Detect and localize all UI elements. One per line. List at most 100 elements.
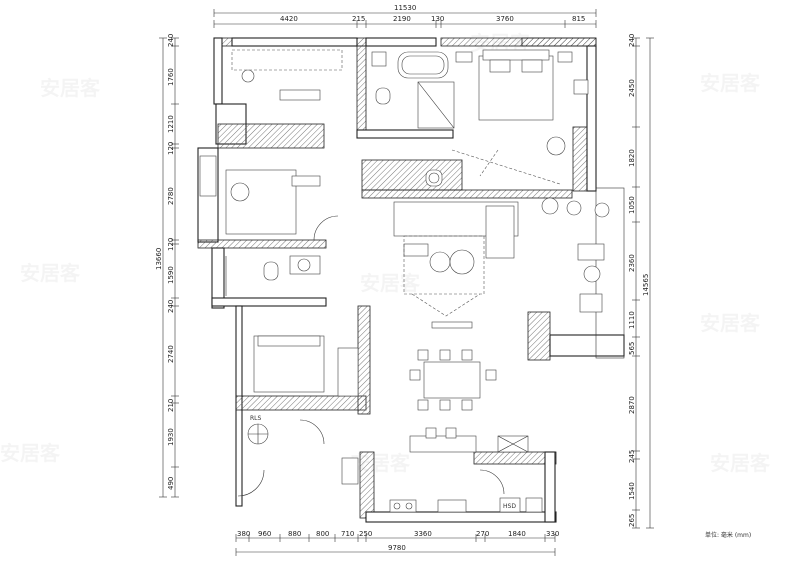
- dining-chair: [439, 399, 451, 411]
- right-dim-4: 2360: [628, 254, 636, 272]
- cabinet: [525, 497, 543, 513]
- tv-console: [431, 321, 473, 329]
- bathroom-2: [225, 255, 321, 296]
- wall-segment: [361, 189, 573, 199]
- bedroom-lower-left: [237, 335, 359, 497]
- armchair: [573, 79, 589, 95]
- wall-segment: [521, 37, 597, 47]
- left-dim-9: 210: [167, 399, 175, 412]
- right-dimensions: 240 2450 1820 1050 2360 1110 565 2870 24…: [628, 34, 654, 529]
- left-dim-1: 1760: [167, 68, 175, 86]
- left-total-dim: 13660: [155, 248, 163, 270]
- wall-segment: [357, 305, 371, 415]
- nightstand: [557, 51, 573, 63]
- top-dimensions: 11530 4420 215 2190 130 3760 815: [213, 4, 597, 28]
- bottom-dim-3: 800: [316, 530, 329, 538]
- nightstand: [455, 51, 473, 63]
- dining-chair: [417, 349, 429, 361]
- cabinet: [341, 457, 359, 485]
- master-bedroom: [451, 49, 589, 185]
- wall-segment: [356, 45, 367, 131]
- wardrobe: [337, 347, 359, 397]
- plant-icon: [594, 202, 610, 218]
- walls: [197, 37, 625, 523]
- side-table-round: [583, 265, 601, 283]
- left-dim-0: 240: [167, 34, 175, 47]
- left-dim-5: 120: [167, 238, 175, 251]
- desk: [279, 89, 321, 101]
- wall-segment: [527, 311, 551, 361]
- coffee-table-round: [429, 251, 451, 273]
- bottom-dimensions: 380 960 880 800 710 250 3360 270 1840 33…: [235, 530, 751, 556]
- pillow-icon: [489, 59, 511, 73]
- living-room: [393, 197, 610, 329]
- pillow-icon: [521, 59, 543, 73]
- kitchen-island: [409, 435, 477, 453]
- sink-icon: [297, 258, 311, 272]
- left-dim-10: 1930: [167, 428, 175, 446]
- bottom-dim-8: 1840: [508, 530, 526, 538]
- dining-table: [423, 361, 481, 399]
- ceiling-line: [451, 149, 561, 185]
- dining-chair: [409, 369, 421, 381]
- door-swing: [237, 469, 265, 497]
- top-dim-1: 215: [352, 15, 365, 23]
- right-total-dim: 14565: [642, 274, 650, 296]
- sofa-chaise: [485, 205, 515, 259]
- left-dim-7: 240: [167, 300, 175, 313]
- wall-segment: [217, 123, 325, 149]
- right-dim-5: 1110: [628, 311, 636, 329]
- wall-segment: [211, 247, 225, 309]
- rug: [403, 235, 485, 295]
- study-room: [199, 155, 339, 241]
- bathtub-inner: [401, 55, 445, 75]
- bed-headboard: [482, 49, 550, 61]
- wall-segment: [213, 37, 223, 105]
- toilet-icon: [375, 87, 391, 105]
- bedroom-top-left: [231, 49, 343, 101]
- right-dim-9: 1540: [628, 482, 636, 500]
- wardrobe: [231, 49, 343, 71]
- wall-segment: [361, 159, 463, 191]
- door-swing: [479, 469, 505, 495]
- top-dim-4: 3760: [496, 15, 514, 23]
- right-dim-7: 2870: [628, 396, 636, 414]
- right-dim-3: 1050: [628, 196, 636, 214]
- top-total-dim: 11530: [394, 4, 416, 12]
- top-dim-3: 130: [431, 15, 444, 23]
- dining-chair: [439, 349, 451, 361]
- ceiling-line: [411, 293, 481, 317]
- watermark-8: 安居客: [350, 451, 411, 475]
- watermark-5: 安居客: [360, 271, 421, 295]
- right-dim-6: 565: [628, 342, 636, 355]
- left-dim-2: 1210: [167, 115, 175, 133]
- bed-mid: [225, 169, 297, 235]
- wall-segment: [211, 297, 327, 307]
- bar-stool: [445, 427, 457, 439]
- top-dim-0: 4420: [280, 15, 298, 23]
- chair: [241, 69, 255, 83]
- bottom-dim-9: 330: [546, 530, 559, 538]
- right-dim-10: 265: [628, 514, 636, 527]
- left-dimensions: 13660 240 1760 1210 120 2780 120 1590 24…: [155, 34, 179, 498]
- bottom-dim-4: 710: [341, 530, 354, 538]
- side-table: [403, 243, 429, 257]
- wall-segment: [544, 451, 556, 523]
- plant-icon: [566, 200, 582, 216]
- watermark-1: 安居客: [40, 76, 101, 100]
- wall-segment: [356, 129, 454, 139]
- top-dim-2: 2190: [393, 15, 411, 23]
- dining-chair: [417, 399, 429, 411]
- watermark-6: 安居客: [700, 311, 761, 335]
- armchair: [577, 243, 605, 261]
- kitchen: HSD: [389, 469, 543, 513]
- dining-chair: [461, 349, 473, 361]
- bottom-dim-0: 380: [237, 530, 250, 538]
- top-dim-5: 815: [572, 15, 585, 23]
- left-dim-6: 1590: [167, 266, 175, 284]
- bottom-dim-5: 250: [359, 530, 372, 538]
- watermark-9: 安居客: [710, 451, 771, 475]
- dining-area: RLS: [250, 349, 529, 453]
- right-dim-8: 245: [628, 450, 636, 463]
- bar-stool: [425, 427, 437, 439]
